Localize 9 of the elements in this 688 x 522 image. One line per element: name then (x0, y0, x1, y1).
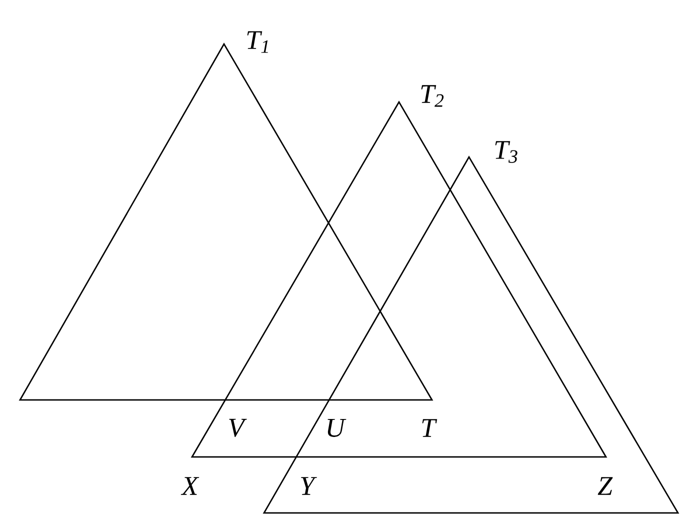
vertex-label: T$_{3}$ (495, 141, 518, 163)
vertex-label: Y (301, 477, 317, 495)
vertex-label: Z (598, 477, 613, 495)
vertex-label: U (328, 419, 346, 437)
vertex-label: T$_{2}$ (421, 85, 444, 107)
vertex-label: T (422, 419, 438, 437)
vertex-label: X (180, 477, 200, 495)
vertex-label: T$_{1}$ (247, 31, 268, 53)
vertex-label: V (229, 418, 247, 438)
